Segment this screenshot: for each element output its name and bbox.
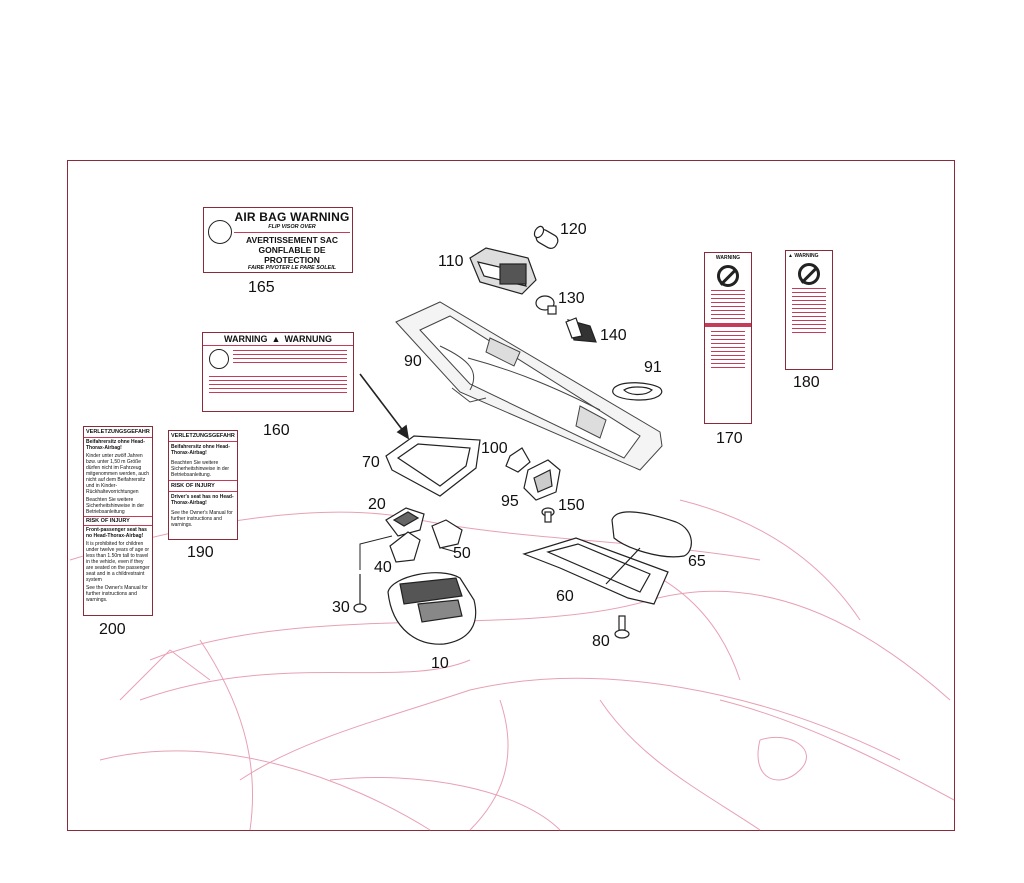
callout-50: 50 <box>453 545 471 562</box>
callout-160: 160 <box>263 422 290 439</box>
callout-60: 60 <box>556 588 574 605</box>
part-120-bulb <box>533 225 559 249</box>
callout-140: 140 <box>600 327 627 344</box>
no-child-seat-icon <box>209 349 229 369</box>
label-200-p3: Beachten Sie weitere Sicherheitshinweise… <box>86 497 145 515</box>
callout-91: 91 <box>644 359 662 376</box>
prohibition-icon <box>717 265 739 287</box>
callout-130: 130 <box>558 290 585 307</box>
part-50-bracket <box>431 519 463 549</box>
label-200-p2: Kinder unter zwölf Jahren bzw. unter 1,5… <box>86 453 150 495</box>
part-100-clip <box>505 447 531 473</box>
label-165-heading2a: AVERTISSEMENT SAC <box>246 235 338 245</box>
label-170-warning: WARNING <box>704 252 752 424</box>
callout-120: 120 <box>560 221 587 238</box>
label-200-risk-of-injury: VERLETZUNGSGEFAHR Beifahrersitz ohne Hea… <box>83 426 153 616</box>
callout-150: 150 <box>558 497 585 514</box>
part-150-screw <box>541 507 555 523</box>
warning-triangle-icon: ▲ <box>271 334 281 344</box>
callout-90: 90 <box>404 353 422 370</box>
callout-190: 190 <box>187 544 214 561</box>
prohibition-icon <box>798 263 820 285</box>
label-165-sub1: FLIP VISOR OVER <box>268 224 316 230</box>
callout-110: 110 <box>438 253 464 270</box>
callout-200: 200 <box>99 621 126 638</box>
label-200-heading: VERLETZUNGSGEFAHR <box>84 427 152 438</box>
part-130-bulb <box>535 295 557 315</box>
label-190-heading2: RISK OF INJURY <box>169 480 237 492</box>
part-30-screw <box>353 574 367 613</box>
label-165-heading: AIR BAG WARNING <box>234 210 350 224</box>
callout-70: 70 <box>362 454 380 471</box>
callout-10: 10 <box>431 655 449 672</box>
diagram-frame <box>67 160 955 831</box>
callout-30: 30 <box>332 599 350 616</box>
part-80-screw <box>614 615 630 639</box>
label-190-p3: Driver's seat has no Head-Thorax-Airbag! <box>171 494 234 506</box>
no-child-seat-icon <box>208 220 232 244</box>
leader-lines <box>359 535 457 570</box>
callout-100: 100 <box>481 440 508 457</box>
part-20-clip <box>385 507 425 537</box>
label-200-p4: Front-passenger seat has no Head-Thorax-… <box>86 527 147 539</box>
label-170-divider <box>705 323 751 327</box>
label-160-fine-print-2 <box>203 373 353 396</box>
label-200-p5: It is prohibited for children under twel… <box>86 541 150 583</box>
label-170-fine-print-2 <box>705 331 751 368</box>
label-180-warning: ▲ WARNING <box>785 250 833 370</box>
label-160-heading-left: WARNING <box>224 334 268 344</box>
label-180-heading-row: ▲ WARNING <box>786 251 832 261</box>
label-200-p6: See the Owner's Manual for further instr… <box>86 585 148 603</box>
label-160-warning-warnung: WARNING ▲ WARNUNG <box>202 332 354 412</box>
label-190-p2: Beachten Sie weitere Sicherheitshinweise… <box>171 460 230 478</box>
label-165-sub2: FAIRE PIVOTER LE PARE SOLEIL <box>247 265 337 271</box>
label-180-heading: WARNING <box>794 253 819 259</box>
part-95-hinge <box>523 459 561 501</box>
label-170-fine-print <box>705 290 751 319</box>
callout-80: 80 <box>592 633 610 650</box>
part-110-lamp-housing <box>469 247 537 295</box>
label-190-p4: See the Owner's Manual for further instr… <box>171 510 233 528</box>
callout-40: 40 <box>374 559 392 576</box>
label-200-heading2: RISK OF INJURY <box>84 516 152 526</box>
label-180-fine-print <box>786 288 832 333</box>
callout-65: 65 <box>688 553 706 570</box>
part-65-mirror-cover <box>611 511 692 558</box>
callout-165: 165 <box>248 279 275 296</box>
callout-170: 170 <box>716 430 743 447</box>
part-91-bezel <box>612 382 663 401</box>
warning-triangle-icon: ▲ <box>788 253 793 259</box>
part-90-trim-panel <box>395 301 663 471</box>
callout-180: 180 <box>793 374 820 391</box>
label-160-heading-right: WARNUNG <box>284 334 332 344</box>
label-165-heading2b: GONFLABLE DE PROTECTION <box>258 245 326 265</box>
label-160-fine-print <box>227 347 353 366</box>
callout-20: 20 <box>368 496 386 513</box>
label-190-heading: VERLETZUNGSGEFAHR <box>169 431 237 442</box>
part-140-socket <box>565 317 597 343</box>
part-70-visor-frame <box>385 435 481 497</box>
callout-95: 95 <box>501 493 519 510</box>
label-165-airbag-warning: AIR BAG WARNING FLIP VISOR OVER AVERTISS… <box>203 207 353 273</box>
label-200-p1: Beifahrersitz ohne Head-Thorax-Airbag! <box>86 439 145 451</box>
label-190-risk-of-injury: VERLETZUNGSGEFAHR Beifahrersitz ohne Hea… <box>168 430 238 540</box>
arrow-to-visor <box>359 373 410 440</box>
part-60-visor <box>522 537 669 605</box>
part-40-plate <box>389 531 421 563</box>
label-170-heading: WARNING <box>715 255 741 261</box>
part-10-console <box>387 572 477 645</box>
label-190-p1: Beifahrersitz ohne Head-Thorax-Airbag! <box>171 444 230 456</box>
